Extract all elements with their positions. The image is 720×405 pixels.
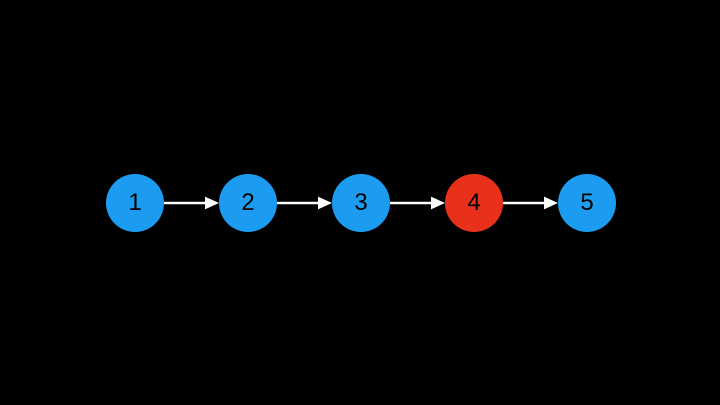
list-node-3: 3 bbox=[332, 174, 390, 232]
node-label: 4 bbox=[467, 189, 481, 216]
list-node-4: 4 bbox=[445, 174, 503, 232]
linked-list-diagram: 1 2 3 4 5 bbox=[106, 174, 616, 232]
list-node-5: 5 bbox=[558, 174, 616, 232]
node-label: 3 bbox=[354, 189, 368, 216]
node-label: 5 bbox=[580, 189, 594, 216]
arrow-right-icon bbox=[390, 196, 445, 210]
arrow-right-icon bbox=[164, 196, 219, 210]
arrow-right-icon bbox=[277, 196, 332, 210]
node-label: 1 bbox=[128, 189, 142, 216]
list-node-1: 1 bbox=[106, 174, 164, 232]
node-label: 2 bbox=[241, 189, 255, 216]
arrow-right-icon bbox=[503, 196, 558, 210]
list-node-2: 2 bbox=[219, 174, 277, 232]
